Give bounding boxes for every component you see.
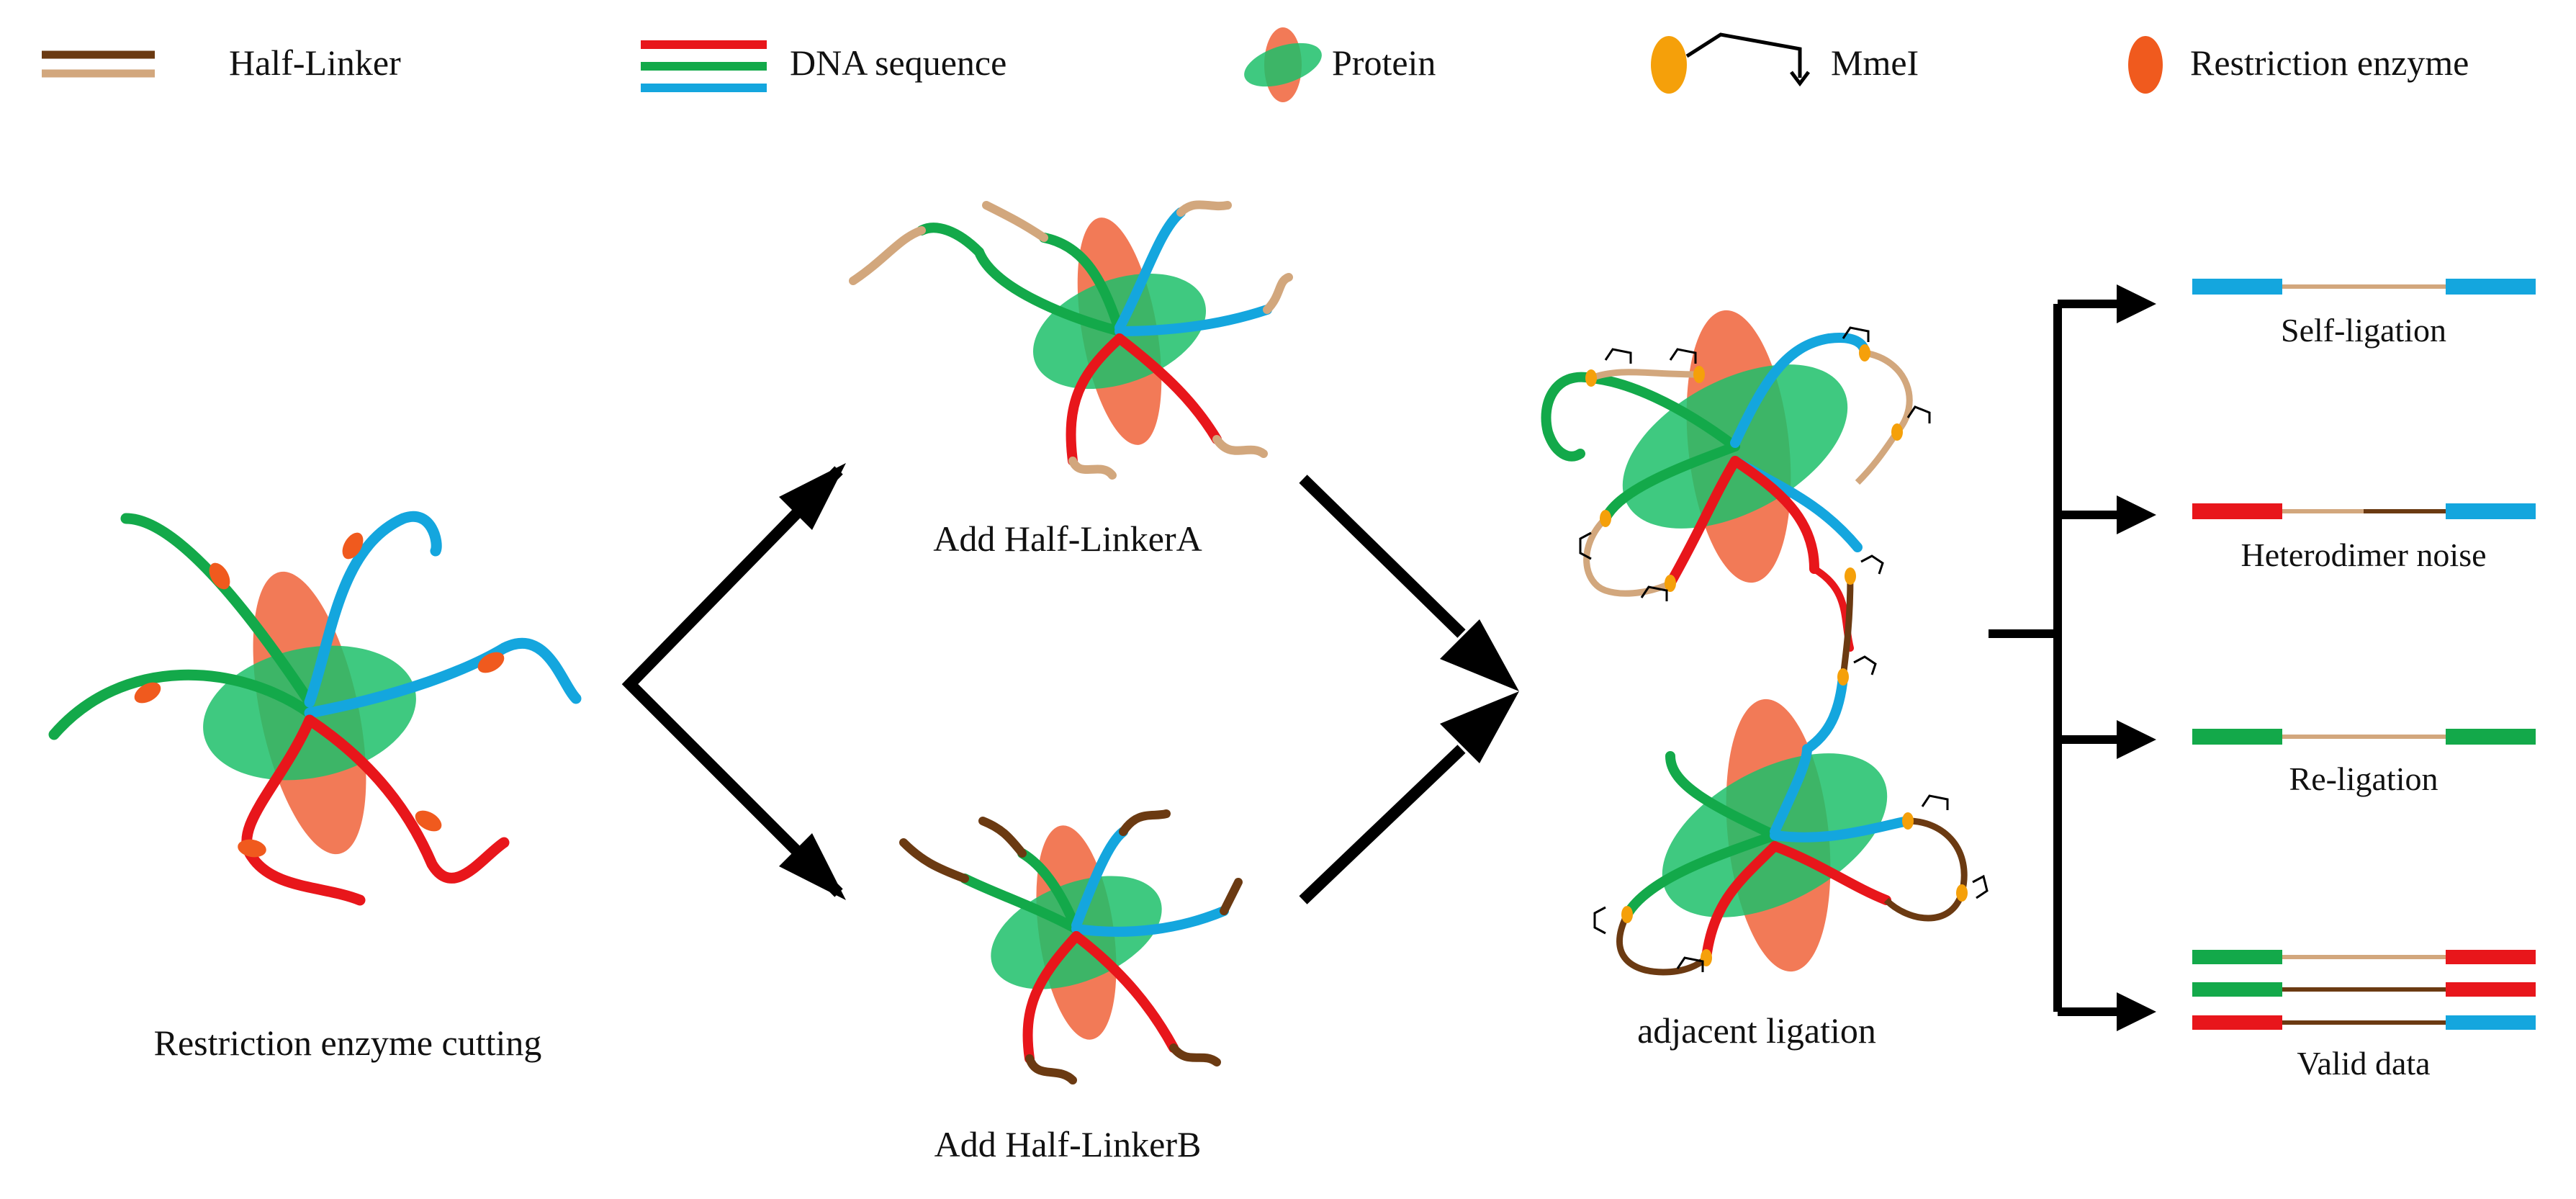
legend: Half-Linker DNA sequence Protein MmeI Re… (42, 27, 2469, 102)
mmei-legend-label: MmeI (1831, 42, 1919, 83)
add-linker-a-label: Add Half-LinkerA (933, 518, 1202, 559)
outcome-heterodimer-noise: Heterodimer noise (2192, 503, 2536, 573)
outcome-self-ligation: Self-ligation (2192, 279, 2536, 349)
outcome-re-ligation: Re-ligation (2192, 729, 2536, 797)
outcome-bracket (1989, 284, 2156, 1031)
dna-sequence-legend-icon (641, 40, 767, 92)
merge-arrows (1299, 475, 1519, 904)
outcome-label: Valid data (2297, 1045, 2430, 1082)
protein-legend-label: Protein (1332, 42, 1436, 83)
half-linker-legend-icon (42, 50, 155, 78)
dna-sequence-legend-label: DNA sequence (790, 42, 1006, 83)
outcome-label: Heterodimer noise (2241, 536, 2486, 573)
adjacent-ligation-label: adjacent ligation (1637, 1010, 1876, 1051)
outcome-label: Re-ligation (2289, 760, 2438, 797)
outcome-label: Self-ligation (2281, 312, 2446, 349)
add-linker-b-label: Add Half-LinkerB (935, 1124, 1202, 1164)
restriction-enzyme-legend-icon (2128, 36, 2163, 94)
half-linker-legend-label: Half-Linker (229, 42, 401, 83)
outcome-valid-data: Valid data (2192, 950, 2536, 1082)
mmei-legend-icon (1651, 32, 1810, 94)
linker-b-complex (899, 809, 1243, 1085)
restriction-cutting-complex (48, 511, 582, 906)
split-arrows (621, 463, 846, 900)
linker-a-complex (849, 200, 1293, 480)
restriction-cutting-label: Restriction enzyme cutting (154, 1023, 542, 1063)
restriction-enzyme-legend-label: Restriction enzyme (2190, 42, 2469, 83)
adjacent-ligation-complex (1541, 310, 1989, 976)
protein-legend-icon (1244, 27, 1322, 102)
